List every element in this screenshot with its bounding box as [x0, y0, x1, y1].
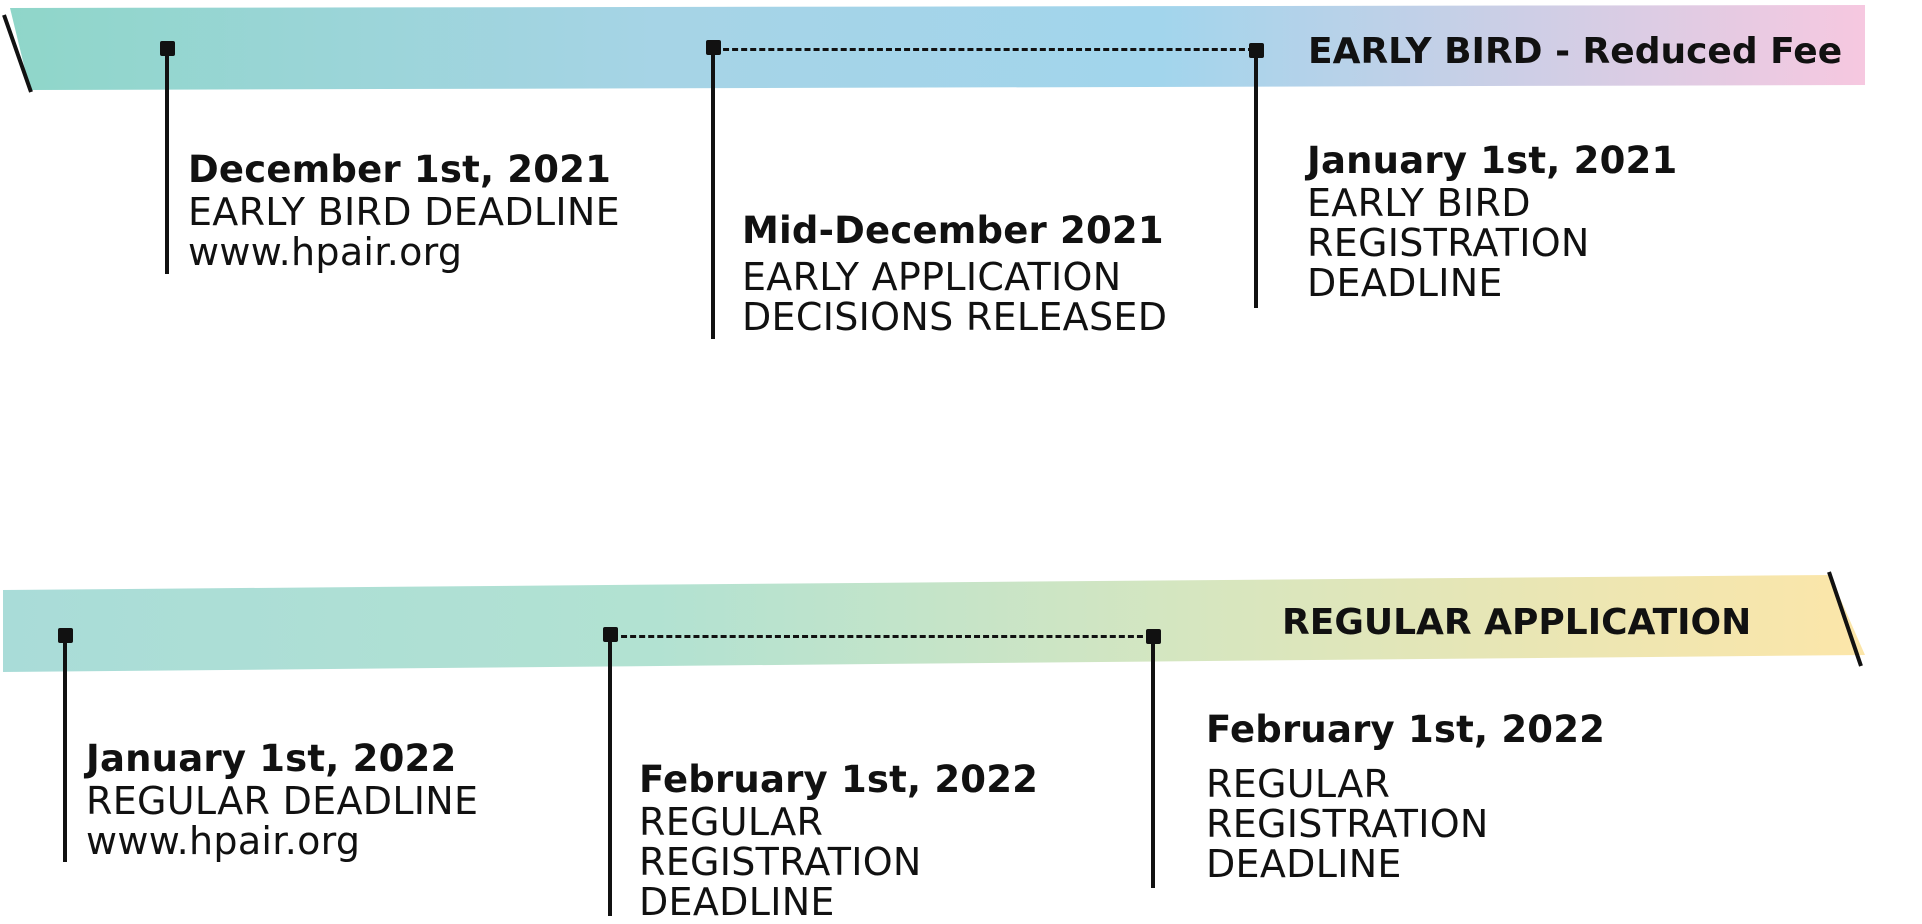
early-bird-stem-3: [1254, 50, 1258, 308]
event-early-bird-deadline: December 1st, 2021 EARLY BIRD DEADLINE w…: [188, 148, 620, 272]
early-bird-band: [10, 5, 1865, 90]
regular-marker-2: [603, 627, 618, 642]
regular-stem-1: [63, 637, 67, 862]
event-regular-deadline: January 1st, 2022 REGULAR DEADLINE www.h…: [86, 737, 478, 861]
regular-band: [3, 575, 1865, 672]
regular-band-label: REGULAR APPLICATION: [1282, 602, 1752, 643]
regular-marker-1: [58, 628, 73, 643]
early-bird-band-start-slash: [2, 14, 33, 93]
early-bird-marker-3: [1249, 43, 1264, 58]
event-line: DEADLINE: [1307, 261, 1503, 305]
event-date: December 1st, 2021: [188, 148, 612, 191]
event-early-decisions: Mid-December 2021 EARLY APPLICATION DECI…: [742, 209, 1167, 337]
event-line: REGISTRATION: [1206, 802, 1489, 846]
early-bird-marker-1: [160, 41, 175, 56]
event-line: REGISTRATION: [639, 840, 922, 884]
event-line: www.hpair.org: [86, 819, 361, 863]
event-line: DEADLINE: [639, 880, 835, 924]
event-line: EARLY BIRD: [1307, 181, 1531, 225]
event-line: REGULAR: [639, 800, 824, 844]
event-line: EARLY BIRD DEADLINE: [188, 190, 620, 234]
early-bird-band-label: EARLY BIRD - Reduced Fee: [1308, 31, 1843, 72]
event-line: www.hpair.org: [188, 230, 463, 274]
regular-marker-3: [1146, 629, 1161, 644]
event-date: Mid-December 2021: [742, 209, 1164, 252]
early-bird-marker-2: [706, 40, 721, 55]
event-line: DECISIONS RELEASED: [742, 295, 1168, 339]
early-bird-connector: [714, 48, 1254, 51]
event-line: REGULAR DEADLINE: [86, 779, 479, 823]
event-early-registration: January 1st, 2021 EARLY BIRD REGISTRATIO…: [1307, 139, 1677, 303]
event-regular-registration-1: February 1st, 2022 REGULAR REGISTRATION …: [639, 758, 1038, 922]
event-line: EARLY APPLICATION: [742, 255, 1122, 299]
early-bird-stem-2: [711, 48, 715, 339]
event-regular-registration-2: February 1st, 2022 REGULAR REGISTRATION …: [1206, 708, 1605, 884]
event-date: January 1st, 2022: [86, 737, 457, 780]
regular-connector: [612, 635, 1152, 638]
event-date: January 1st, 2021: [1307, 139, 1678, 182]
regular-band-end-slash: [1827, 571, 1863, 667]
event-line: REGULAR: [1206, 762, 1391, 806]
event-line: DEADLINE: [1206, 842, 1402, 886]
early-bird-stem-1: [165, 49, 169, 274]
event-date: February 1st, 2022: [639, 758, 1039, 801]
event-line: REGISTRATION: [1307, 221, 1590, 265]
event-date: February 1st, 2022: [1206, 708, 1606, 751]
regular-stem-3: [1151, 638, 1155, 888]
regular-stem-2: [608, 636, 612, 916]
